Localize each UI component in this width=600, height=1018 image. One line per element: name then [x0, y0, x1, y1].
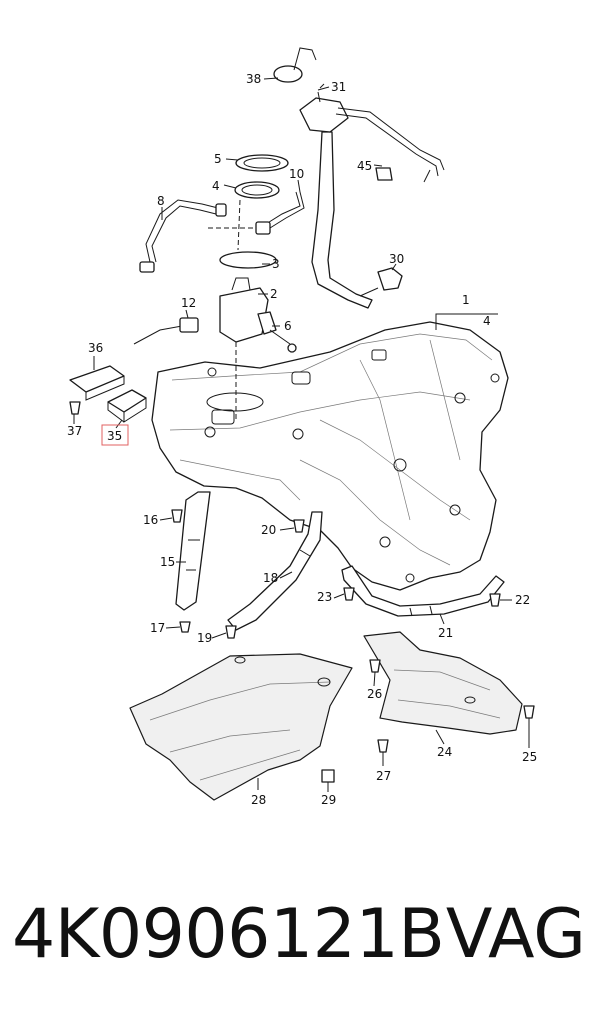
callout-18: 18 [263, 571, 278, 585]
heat-shield-24 [363, 631, 523, 735]
callout-21: 21 [438, 626, 453, 640]
fuel-line-8 [139, 199, 227, 273]
callout-15: 15 [160, 555, 175, 569]
filler-neck [273, 47, 445, 309]
control-unit-35 [107, 389, 147, 423]
strap-21 [341, 565, 505, 617]
callout-31: 31 [331, 80, 346, 94]
callout-29: 29 [321, 793, 336, 807]
callout-17: 17 [150, 621, 165, 635]
callout-6: 5 [214, 152, 222, 166]
exploded-parts-diagram: 38 31 5 45 10 4 8 30 3 2 1 12 4 6 36 37 … [67, 47, 537, 807]
callout-4-sender: 6 [284, 319, 292, 333]
callout-8: 8 [157, 194, 165, 208]
callout-3: 3 [272, 257, 280, 271]
callout-36: 36 [88, 341, 103, 355]
callout-35: 35 [107, 429, 122, 443]
bolts-lower [369, 659, 535, 753]
fuel-tank [151, 321, 509, 591]
callout-25: 25 [522, 750, 537, 764]
callout-37: 37 [67, 424, 82, 438]
callout-4-tank: 4 [483, 314, 491, 328]
callout-5: 4 [212, 179, 220, 193]
fuel-line-10 [255, 191, 305, 235]
sender-12 [133, 317, 199, 345]
bolts [171, 509, 501, 639]
strap-15 [175, 491, 211, 611]
callout-26: 26 [367, 687, 382, 701]
fuel-pump-assembly [208, 154, 297, 420]
leader-lines [73, 77, 530, 792]
callout-1: 1 [462, 293, 470, 307]
callout-35-frame [101, 424, 129, 446]
callout-labels: 38 31 5 45 10 4 8 30 3 2 1 12 4 6 36 37 … [67, 72, 537, 807]
vent-valve-30 [359, 267, 403, 297]
callout-20: 20 [261, 523, 276, 537]
callout-45: 45 [357, 159, 372, 173]
caption-bar: 4K0906121B VAG [0, 880, 600, 990]
callout-19: 19 [197, 631, 212, 645]
control-unit-36 [69, 365, 125, 401]
strap-18 [227, 511, 323, 631]
heat-shield-28 [129, 653, 353, 801]
callout-24: 24 [437, 745, 452, 759]
brand-name: VAG [445, 895, 586, 974]
callout-28: 28 [251, 793, 266, 807]
callout-38: 38 [246, 72, 261, 86]
callout-2: 2 [270, 287, 278, 301]
callout-30: 30 [389, 252, 404, 266]
bolt-37 [69, 401, 81, 415]
callout-27: 27 [376, 769, 391, 783]
callout-22: 22 [515, 593, 530, 607]
nut-29 [321, 769, 335, 783]
callout-12: 12 [181, 296, 196, 310]
callout-10: 10 [289, 167, 304, 181]
part-number: 4K0906121B [12, 895, 445, 974]
callout-23: 23 [317, 590, 332, 604]
callout-16: 16 [143, 513, 158, 527]
